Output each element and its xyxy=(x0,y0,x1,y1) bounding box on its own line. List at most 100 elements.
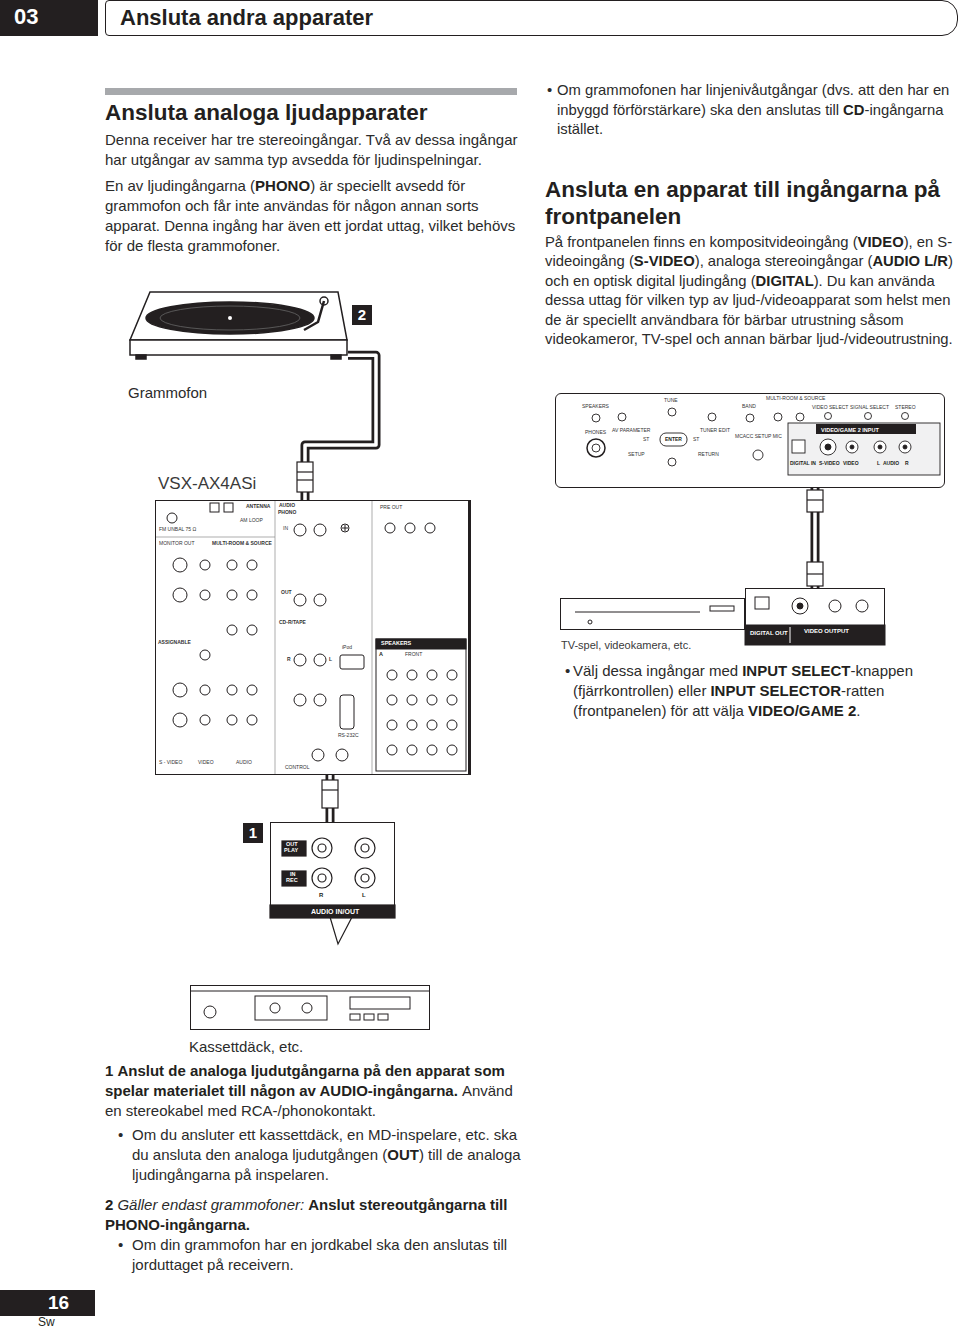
panel-label: RS-232C xyxy=(338,733,359,738)
video-output-jacks xyxy=(792,598,808,614)
cassette-deck-drawing xyxy=(190,991,430,992)
panel-label: MULTI-ROOM & SOURCE xyxy=(766,396,825,401)
turntable-drawing xyxy=(304,301,324,330)
panel-label: VIDEO SELECT xyxy=(812,405,848,410)
panel-label: PLAY xyxy=(284,848,298,854)
paragraph: Ansluta en apparat till ingångarna på fr… xyxy=(545,176,960,230)
panel-label: PHONES xyxy=(585,430,606,435)
node-label: Grammofon xyxy=(128,384,207,401)
receiver-rear-panel xyxy=(312,749,324,761)
front-panel-controls xyxy=(825,444,831,450)
bullet: • xyxy=(565,661,570,681)
receiver-rear-panel xyxy=(447,670,457,680)
rca-plug xyxy=(297,471,313,472)
section-rule xyxy=(105,88,517,95)
panel-label: OUT xyxy=(281,590,292,595)
receiver-rear-panel xyxy=(387,720,397,730)
panel-label: CONTROL xyxy=(285,765,309,770)
receiver-rear-panel xyxy=(294,694,306,706)
front-panel-controls xyxy=(825,413,832,420)
turntable-drawing xyxy=(160,306,300,330)
paragraph: •Välj dessa ingångar medINPUT SELECT-kna… xyxy=(560,661,950,721)
section-number-box: 03 xyxy=(0,0,98,36)
receiver-rear-panel xyxy=(345,525,346,531)
receiver-rear-panel xyxy=(341,524,349,532)
audio-jack-panel-drawing xyxy=(282,841,306,856)
body-text: AUDIO L/R xyxy=(872,253,948,269)
receiver-rear-panel xyxy=(407,670,417,680)
body-text: INPUT SELECTOR xyxy=(710,682,841,699)
rca-plug xyxy=(297,462,313,492)
panel-label: SIGNAL SELECT xyxy=(850,405,889,410)
front-panel-controls xyxy=(792,440,805,453)
audio-jack-panel-drawing xyxy=(282,871,306,886)
front-panel-controls xyxy=(587,439,605,457)
panel-label: ST xyxy=(643,437,649,442)
bullet: • xyxy=(118,1125,123,1145)
body-text: Denna receiver har tre stereoingångar. T… xyxy=(105,131,517,168)
body-text: ), analoga stereoingångar ( xyxy=(695,253,873,269)
panel-label: AUDIO xyxy=(236,760,252,765)
panel-label: SPEAKERS xyxy=(582,404,609,409)
panel-label: FM UNBAL 75 Ω xyxy=(159,527,196,532)
receiver-rear-panel xyxy=(227,625,237,635)
panel-label: MCACC SETUP MIC xyxy=(735,434,782,439)
video-output-jacks xyxy=(797,603,803,609)
panel-label: SETUP xyxy=(628,452,645,457)
receiver-rear-panel xyxy=(173,588,187,602)
receiver-rear-panel xyxy=(210,503,219,512)
panel-label: R xyxy=(319,892,323,898)
cassette-deck-drawing xyxy=(378,1014,388,1020)
text-column: 1Anslut de analoga ljudutgångarna på den… xyxy=(105,1061,525,1275)
panel-label: R xyxy=(287,657,291,662)
body-text: OUT xyxy=(387,1146,419,1163)
front-panel-controls xyxy=(753,450,763,460)
audio-jack-panel: AUDIO IN/OUT xyxy=(270,822,395,918)
node-label: 16 xyxy=(48,1292,69,1314)
receiver-rear-panel xyxy=(387,745,397,755)
cassette-deck-drawing xyxy=(350,997,410,1009)
front-panel-controls xyxy=(592,444,600,452)
game-console-drawing xyxy=(575,606,734,624)
front-panel-controls xyxy=(846,441,858,453)
node-label: 03 xyxy=(14,4,38,29)
panel-label: VIDEO xyxy=(198,760,214,765)
panel-label: REC xyxy=(286,878,298,884)
text-column: •Om grammofonen har linjenivåutgångar (d… xyxy=(545,81,960,350)
audio-jack-panel-drawing xyxy=(312,838,332,858)
front-panel-controls xyxy=(796,413,804,421)
section-rule xyxy=(105,88,517,95)
rca-plug xyxy=(807,562,823,586)
paragraph: Denna receiver har tre stereoingångar. T… xyxy=(105,130,520,170)
cassette-deck-drawing xyxy=(255,996,327,1020)
panel-label: RETURN xyxy=(698,452,719,457)
paragraph: •Om grammofonen har linjenivåutgångar (d… xyxy=(545,81,960,140)
receiver-rear-panel xyxy=(447,745,457,755)
rca-plug xyxy=(297,479,313,480)
game-console: TV-spel, videokamera, etc. xyxy=(560,598,745,630)
cassette-deck-drawing xyxy=(350,1014,360,1020)
receiver-rear-panel xyxy=(173,713,187,727)
heading: Ansluta en apparat till ingångarna på fr… xyxy=(545,177,940,229)
text-column: Ansluta analoga ljudapparaterDenna recei… xyxy=(105,99,520,256)
body-text: S-VIDEO xyxy=(634,253,695,269)
panel-label: L xyxy=(877,461,880,466)
video-output-panel: VIDEO OUTPUT xyxy=(745,588,885,645)
body-text: VIDEO xyxy=(858,234,904,250)
front-panel-controls xyxy=(865,413,872,420)
audio-jack-panel-drawing xyxy=(355,838,375,858)
turntable-drawing xyxy=(331,355,341,359)
receiver-rear-panel xyxy=(340,695,354,729)
front-panel-controls xyxy=(878,445,882,449)
receiver-rear-panel xyxy=(407,720,417,730)
body-text: Välj dessa ingångar med xyxy=(573,662,738,679)
video-output-jacks xyxy=(856,600,868,612)
audio-jack-panel-drawing xyxy=(318,844,326,852)
page-number-box: 16 xyxy=(0,1290,95,1316)
receiver-rear-panel xyxy=(314,594,326,606)
audio-jack-panel-drawing xyxy=(361,844,369,852)
turntable-drawing xyxy=(228,316,232,320)
panel-label: S-VIDEO xyxy=(819,461,840,466)
node-label: VIDEO OUTPUT xyxy=(804,628,849,635)
